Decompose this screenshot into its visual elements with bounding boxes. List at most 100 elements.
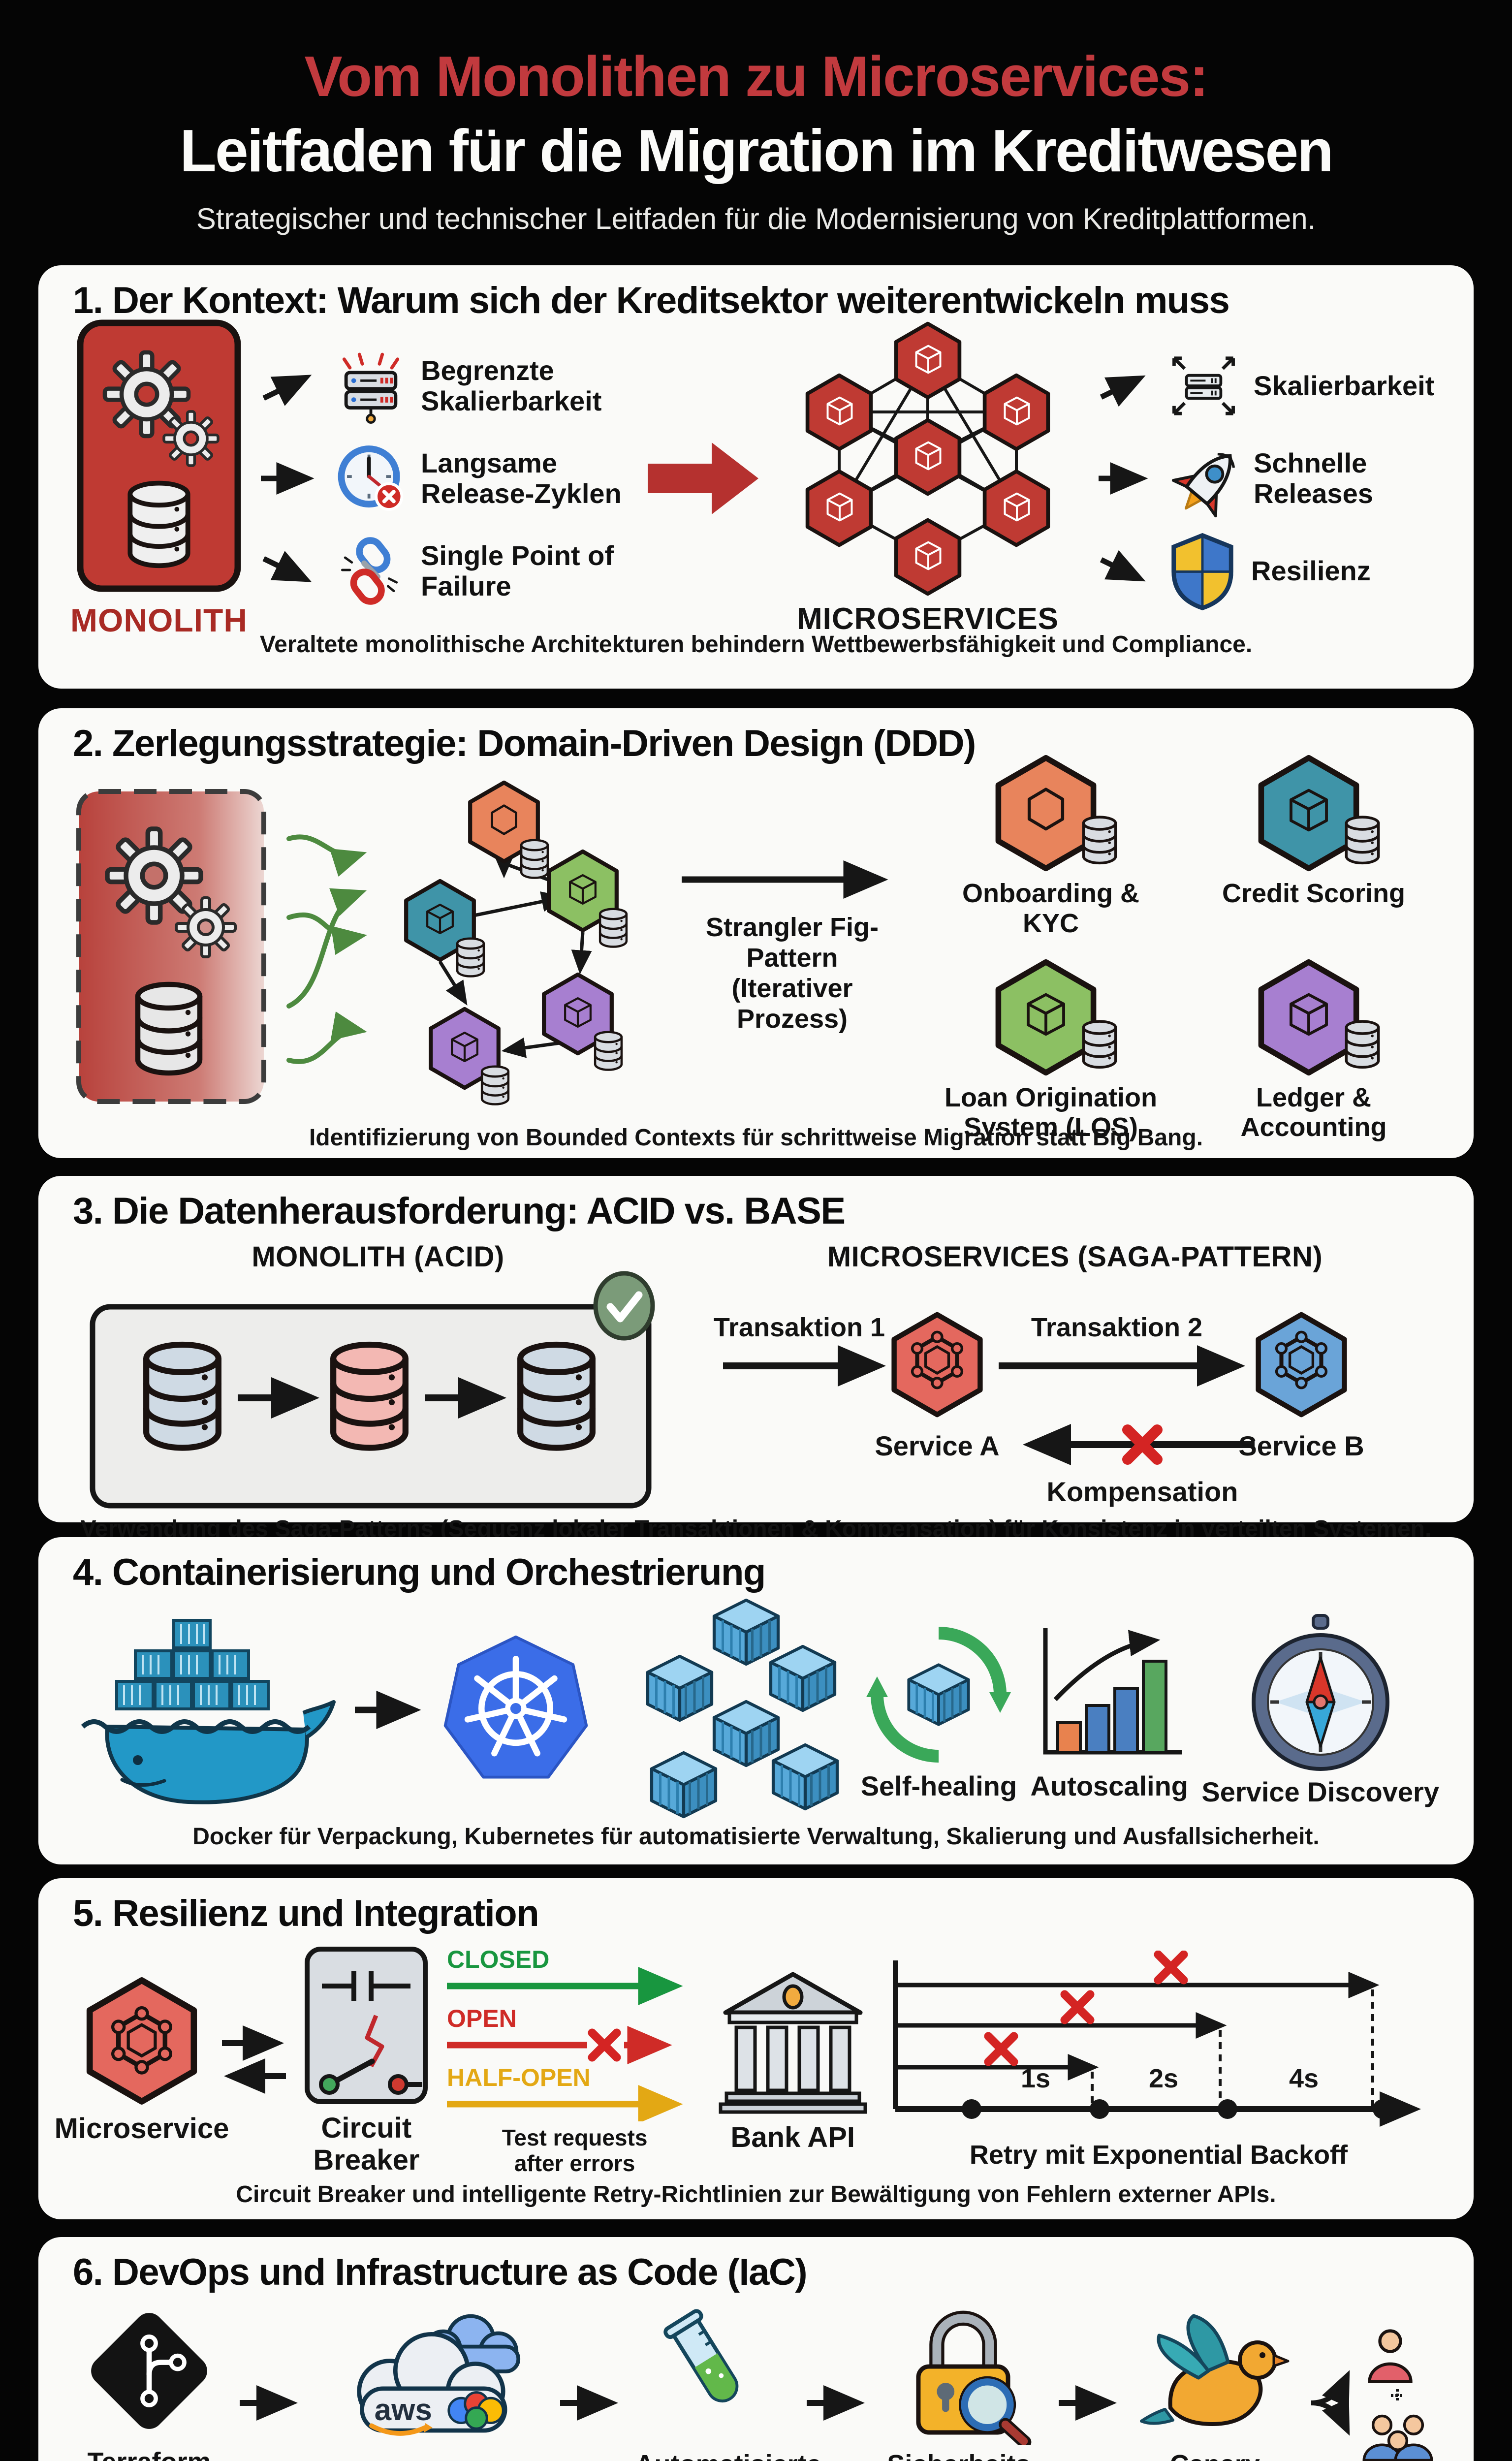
domain-hex-icon xyxy=(1237,956,1390,1080)
arrow-icon xyxy=(1099,462,1148,495)
arrow-icon xyxy=(261,462,315,495)
state-open-label: OPEN xyxy=(447,2005,517,2032)
slow-clock-icon xyxy=(338,445,404,511)
feature-label: Autoscaling xyxy=(1030,1770,1188,1801)
feature-service-discovery: Service Discovery xyxy=(1201,1612,1439,1808)
service-b-label: Service B xyxy=(1238,1430,1364,1461)
strangler-vines-icon xyxy=(286,834,367,1064)
arrow-icon xyxy=(239,2385,298,2421)
domain-label: Ledger & Accounting xyxy=(1240,1083,1387,1142)
canary-bird-icon xyxy=(1140,2314,1290,2426)
arrow-icon xyxy=(1100,550,1146,582)
circuit-breaker: Circuit Breaker xyxy=(297,1944,435,2177)
bank-icon xyxy=(719,1972,867,2114)
step-security: Sicherheits-Scanning xyxy=(882,2297,1044,2461)
compass-icon xyxy=(1251,1613,1389,1771)
benefit-row: Resilienz xyxy=(1095,525,1463,617)
breaker-states: CLOSED OPEN HALF-OPEN Test requests afte… xyxy=(442,1944,708,2176)
section-2-ddd: 2. Zerlegungsstrategie: Domain-Driven De… xyxy=(38,708,1474,1158)
acid-title: MONOLITH (ACID) xyxy=(252,1241,504,1273)
server-alert-icon xyxy=(342,352,400,424)
strangler-pattern: Strangler Fig-Pattern (Iterativer Prozes… xyxy=(674,860,911,1034)
acid-diagram xyxy=(90,1271,655,1509)
monolith-label: MONOLITH xyxy=(70,602,248,638)
aws-logo-text: aws xyxy=(375,2393,432,2427)
domain-hex-icon xyxy=(975,956,1127,1080)
transaction-1-label: Transaktion 1 xyxy=(714,1313,885,1342)
section-6-heading: 6. DevOps und Infrastructure as Code (Ia… xyxy=(73,2251,808,2293)
self-healing-icon xyxy=(866,1626,1011,1763)
circuit-breaker-label: Circuit Breaker xyxy=(313,2112,420,2176)
domain-credit-scoring: Credit Scoring xyxy=(1188,752,1439,938)
domain-hex-icon xyxy=(975,752,1127,876)
header: Vom Monolithen zu Microservices: Leitfad… xyxy=(0,0,1512,236)
step-canary: Canary Deployment xyxy=(1134,2297,1296,2461)
arrow-icon xyxy=(681,860,888,899)
retry-backoff-diagram: 1s 2s 4s xyxy=(892,1951,1421,2127)
big-red-arrow-icon xyxy=(648,442,758,514)
feature-self-healing: Self-healing xyxy=(861,1618,1017,1802)
step-label: Sicherheits-Scanning xyxy=(882,2450,1044,2461)
benefit-label: Skalierbarkeit xyxy=(1254,370,1435,402)
strangler-label-1: Strangler Fig-Pattern xyxy=(705,912,879,973)
retry-2s-label: 2s xyxy=(1149,2064,1178,2093)
section-4-heading: 4. Containerisierung und Orchestrierung xyxy=(73,1551,766,1593)
test-tube-icon xyxy=(663,2308,738,2402)
domain-ledger: Ledger & Accounting xyxy=(1188,956,1439,1142)
circuit-breaker-icon xyxy=(305,1947,428,2105)
section-5-heading: 5. Resilienz und Integration xyxy=(73,1893,539,1934)
feature-label: Service Discovery xyxy=(1201,1776,1439,1807)
docker-whale-icon xyxy=(81,1619,336,1804)
feature-label: Self-healing xyxy=(860,1770,1017,1801)
arrow-icon xyxy=(560,2385,618,2421)
microservices-network-icon xyxy=(775,321,1080,597)
section-4-containers: 4. Containerisierung und Orchestrierung xyxy=(38,1537,1474,1864)
domain-hex-icon xyxy=(1237,752,1390,876)
rocket-icon xyxy=(1171,452,1235,517)
pain-label: Begrenzte Skalierbarkeit xyxy=(421,355,602,416)
acid-block: MONOLITH (ACID) xyxy=(73,1240,683,1514)
domain-label: Credit Scoring xyxy=(1222,879,1406,909)
domain-grid: Onboarding & KYC Credit Scoring Loan Ori… xyxy=(925,752,1439,1142)
section-2-heading: 2. Zerlegungsstrategie: Domain-Driven De… xyxy=(73,723,976,764)
saga-diagram: Transaktion 1 Transaktion 2 Service A Ko… xyxy=(714,1282,1364,1507)
section-1-context: 1. Der Kontext: Warum sich der Kreditsek… xyxy=(38,265,1474,689)
step-cloud: aws AWS/Azure/GCP xyxy=(315,2309,546,2461)
section-5-caption: Circuit Breaker und intelligente Retry-R… xyxy=(236,2181,1276,2208)
benefit-row: Skalierbarkeit xyxy=(1095,340,1465,432)
pain-row: Single Point of Failure xyxy=(257,525,632,617)
strangler-label-2: (Iterativer Prozess) xyxy=(731,974,853,1034)
state-half-open-label: HALF-OPEN xyxy=(447,2064,591,2091)
pain-label: Single Point of Failure xyxy=(421,540,614,601)
section-3-heading: 3. Die Datenherausforderung: ACID vs. BA… xyxy=(73,1190,846,1232)
service-a-label: Service A xyxy=(875,1430,999,1461)
saga-block: MICROSERVICES (SAGA-PATTERN) Transaktion… xyxy=(711,1240,1439,1514)
benefit-label: Schnelle Releases xyxy=(1254,447,1373,509)
microservices-figure: MICROSERVICES xyxy=(773,321,1083,636)
autoscaling-icon xyxy=(1043,1628,1182,1755)
security-lock-icon xyxy=(916,2310,1032,2445)
shield-icon xyxy=(1171,533,1233,610)
state-closed-label: CLOSED xyxy=(447,1946,549,1973)
domain-los: Loan Origination System (LOS) xyxy=(925,956,1176,1142)
microservices-label: MICROSERVICES xyxy=(796,601,1059,636)
microservice-hex-icon xyxy=(85,1976,198,2106)
pain-row: Langsame Release-Zyklen xyxy=(257,432,632,525)
step-label: Automatisierte Tests xyxy=(635,2450,821,2461)
arrow-icon xyxy=(262,551,312,582)
broken-chain-icon xyxy=(341,537,398,605)
pain-label: Langsame Release-Zyklen xyxy=(421,447,622,509)
retry-backoff: 1s 2s 4s Retry mit Exponential Backoff xyxy=(878,1951,1439,2170)
domain-label: Onboarding & KYC xyxy=(962,879,1139,938)
retry-1s-label: 1s xyxy=(1021,2064,1050,2093)
arrow-icon xyxy=(807,2385,865,2421)
subtitle: Strategischer und technischer Leitfaden … xyxy=(196,202,1316,235)
title-line-2: Leitfaden für die Migration im Kreditwes… xyxy=(180,117,1333,184)
section-6-devops: 6. DevOps und Infrastructure as Code (Ia… xyxy=(38,2237,1474,2461)
canary-users-icon xyxy=(1311,2317,1439,2461)
breaker-states-diagram: CLOSED OPEN HALF-OPEN xyxy=(446,1946,683,2122)
section-4-caption: Docker für Verpackung, Kubernetes für au… xyxy=(192,1824,1320,1850)
bounded-context-cluster-icon xyxy=(383,775,659,1119)
kompensation-label: Kompensation xyxy=(1047,1476,1238,1507)
